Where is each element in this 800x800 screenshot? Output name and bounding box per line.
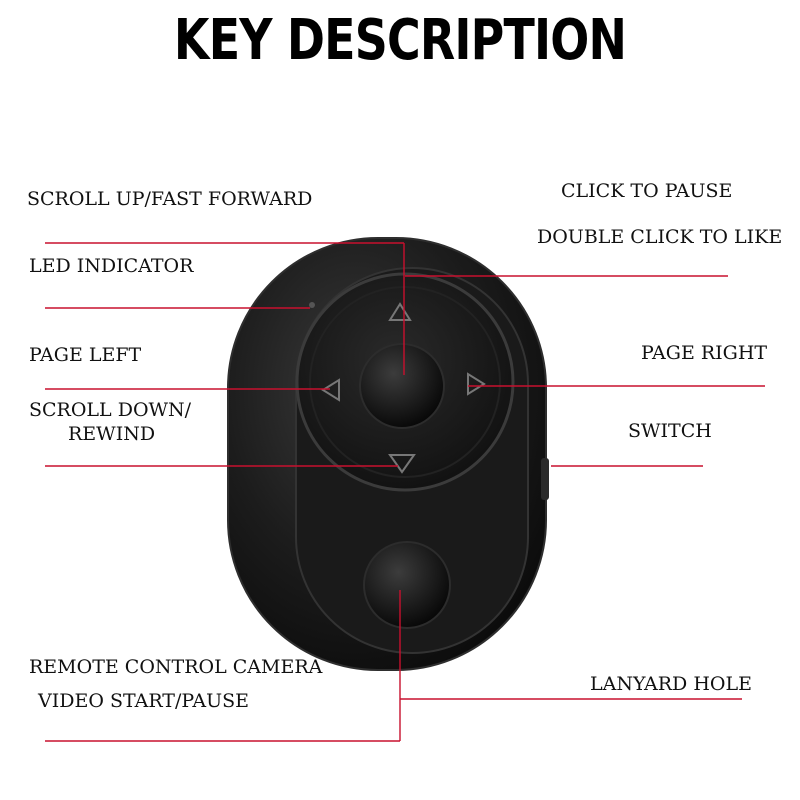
label-page-right: PAGE RIGHT: [641, 342, 768, 364]
label-video-start-pause: VIDEO START/PAUSE: [38, 690, 250, 712]
label-remote-control-camera: REMOTE CONTROL CAMERA: [29, 656, 323, 678]
label-scroll-down-line1: SCROLL DOWN/: [29, 399, 192, 421]
side-switch: [541, 458, 549, 500]
label-led-indicator: LED INDICATOR: [29, 255, 194, 277]
right-arrow-icon: [467, 372, 486, 396]
left-arrow-icon: [321, 378, 340, 402]
center-button: [359, 343, 445, 429]
label-page-left: PAGE LEFT: [29, 344, 142, 366]
down-arrow-icon: [388, 454, 416, 474]
camera-button: [363, 541, 451, 629]
page-title: KEY DESCRIPTION: [173, 8, 627, 73]
leader-lines: [45, 242, 765, 742]
label-switch: SWITCH: [628, 420, 712, 442]
label-click-to-pause: CLICK TO PAUSE: [561, 180, 733, 202]
label-double-click-to-like: DOUBLE CLICK TO LIKE: [537, 226, 783, 248]
label-scroll-down-line2: REWIND: [68, 423, 156, 445]
label-lanyard-hole: LANYARD HOLE: [590, 673, 752, 695]
label-scroll-up: SCROLL UP/FAST FORWARD: [27, 188, 313, 210]
led-dot: [309, 302, 315, 308]
up-arrow-icon: [388, 302, 412, 321]
